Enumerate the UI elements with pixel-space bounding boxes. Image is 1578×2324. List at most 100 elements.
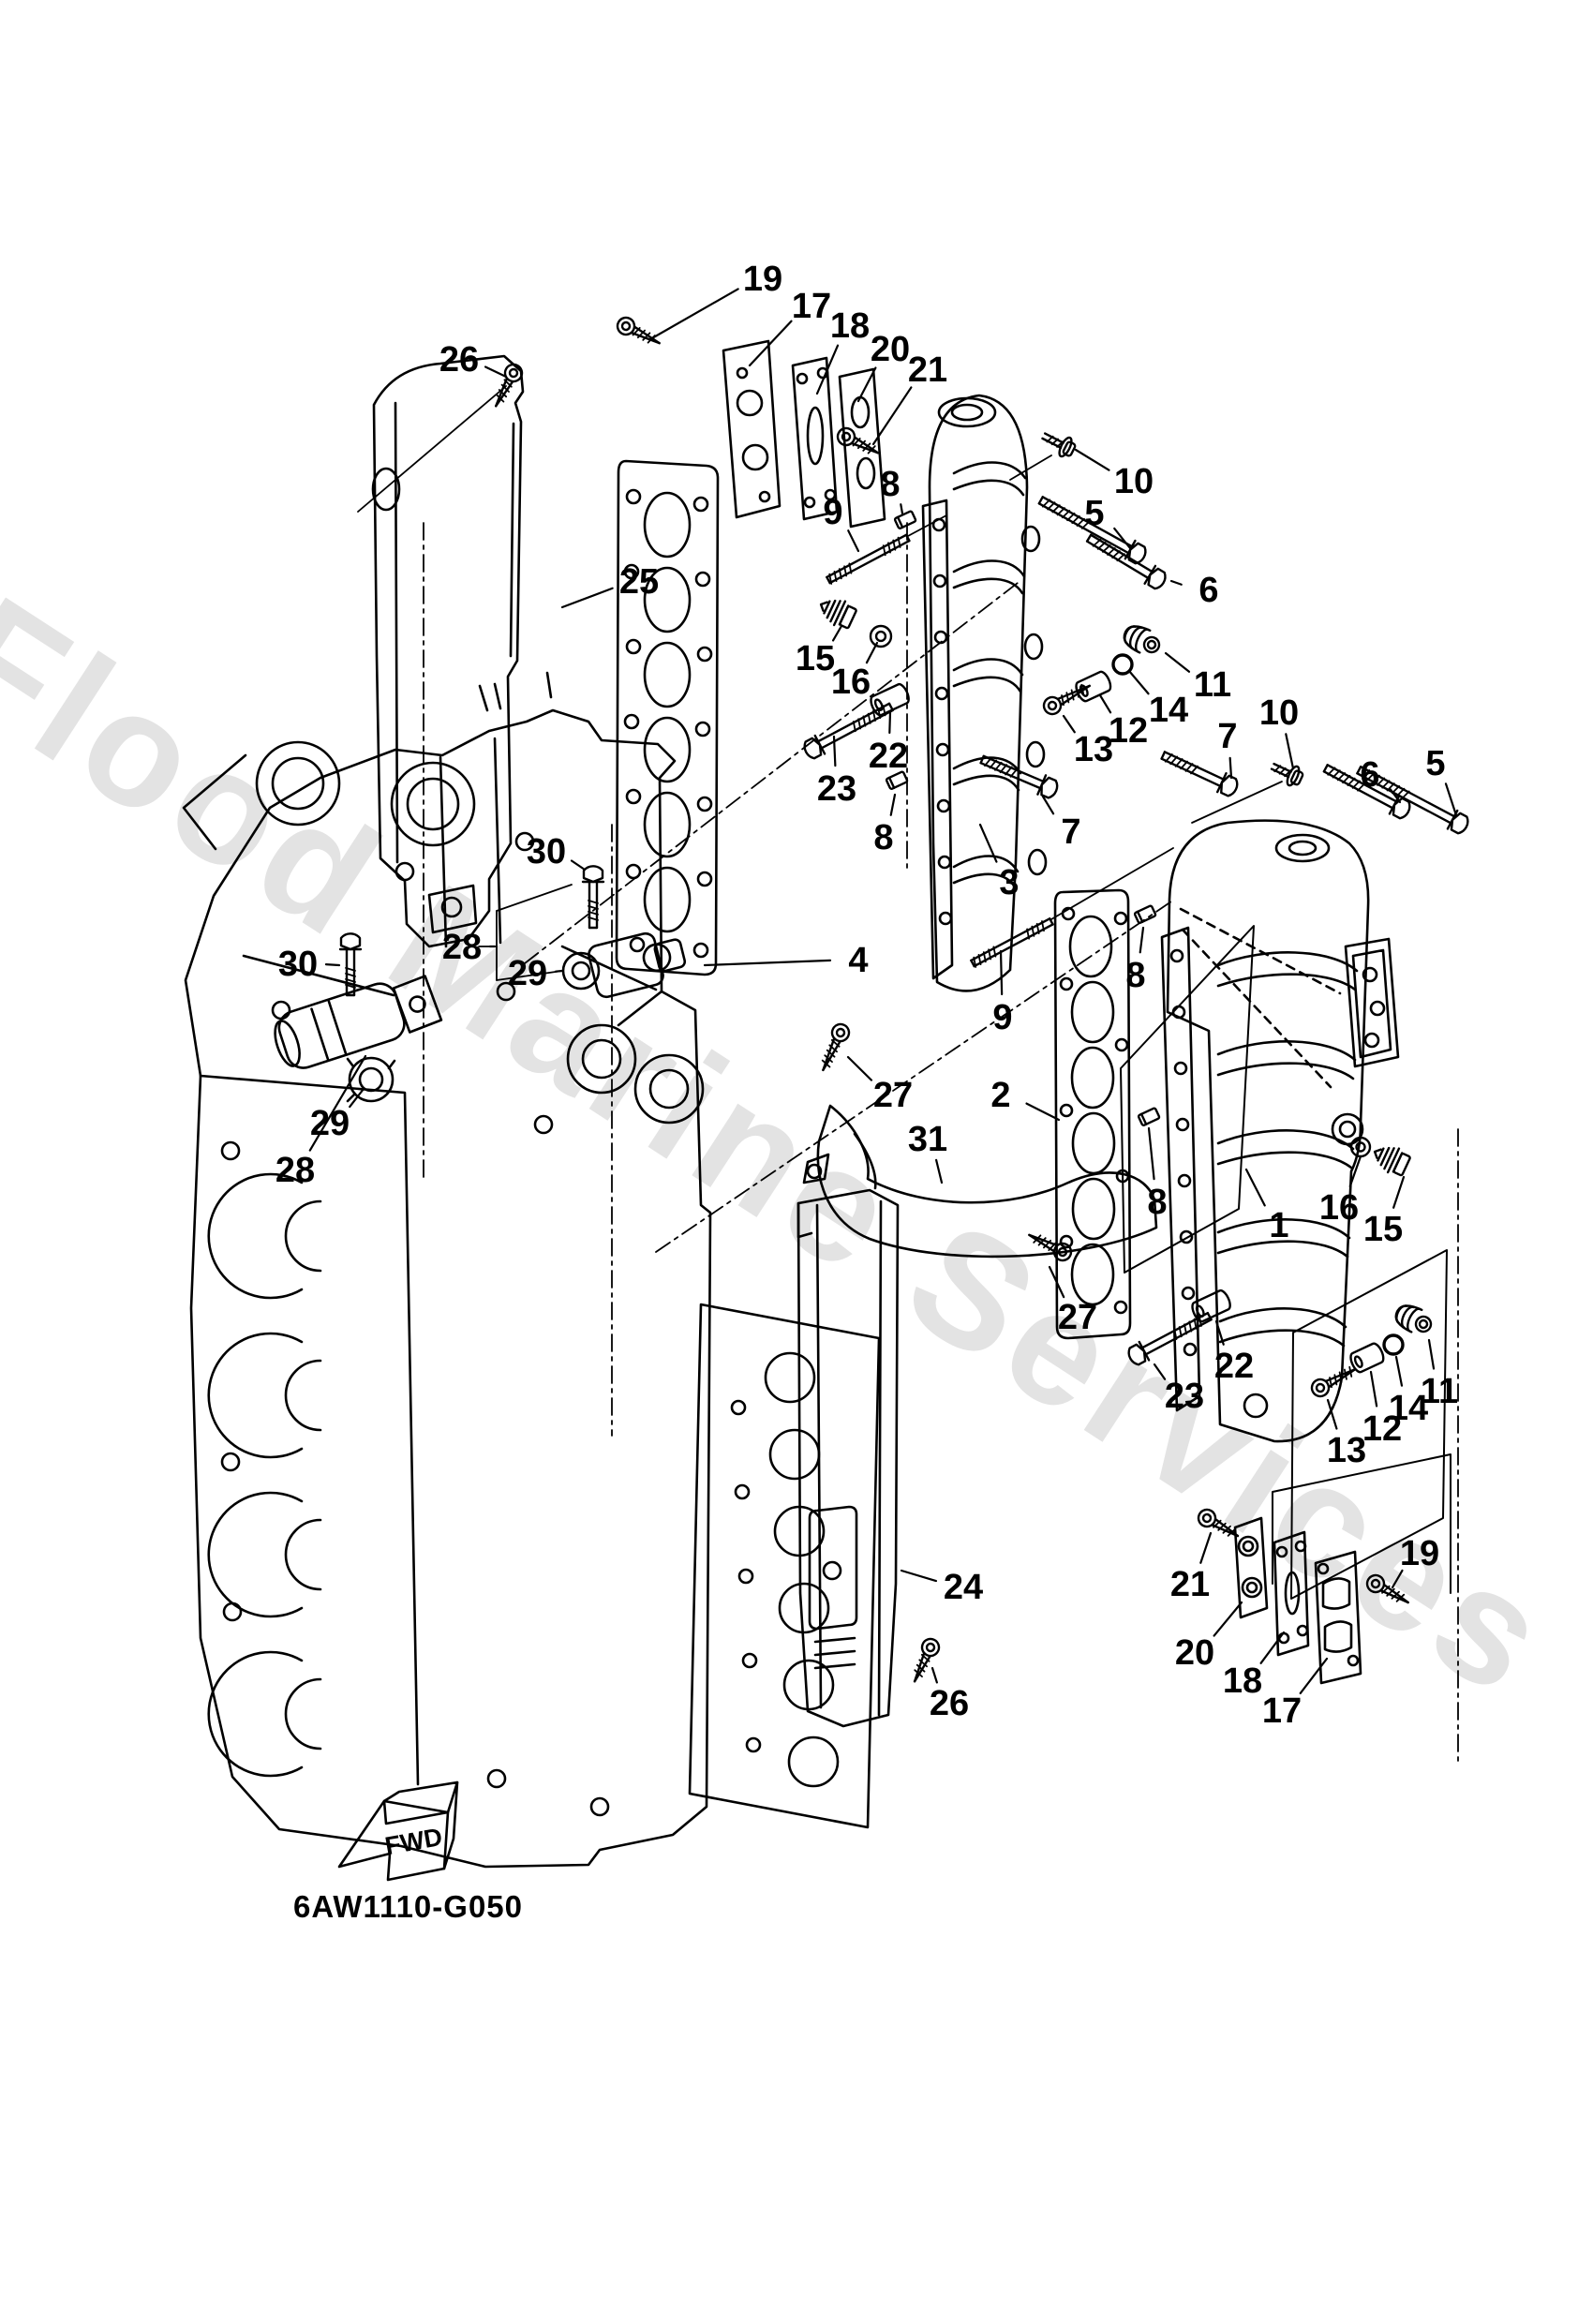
leader-line <box>1228 756 1233 780</box>
leader-line <box>703 959 832 967</box>
callout-label: 19 <box>743 260 782 299</box>
callout-label: 27 <box>1058 1298 1097 1337</box>
leader-line <box>1348 1155 1362 1188</box>
callout-label: 17 <box>792 287 831 326</box>
callout-label: 23 <box>1165 1377 1204 1416</box>
leader-line <box>1098 693 1112 714</box>
callout-label: 20 <box>871 330 910 369</box>
callout-label: 28 <box>442 928 482 967</box>
leader-line <box>748 320 793 367</box>
aux-line <box>907 514 947 537</box>
plate-20 <box>838 367 886 529</box>
leader-line <box>1389 788 1402 804</box>
fastener-screw <box>836 426 880 454</box>
callout-label: 25 <box>619 562 659 602</box>
fastener-screw <box>1310 1365 1357 1398</box>
intake-manifold-1 <box>1160 819 1400 1443</box>
fastener-bolt <box>1127 1311 1213 1366</box>
leader-line <box>560 587 614 609</box>
leader-line <box>935 1158 944 1184</box>
leader-line <box>570 859 587 872</box>
leader-line <box>1199 1531 1213 1564</box>
fastener-fbolt <box>1270 762 1304 787</box>
fastener-pin <box>1137 1107 1161 1126</box>
callout-label: 8 <box>1125 956 1145 995</box>
diagram-code: 6AW1110-G050 <box>293 1889 523 1924</box>
leader-line <box>1299 1657 1329 1695</box>
callout-label: 21 <box>1170 1565 1210 1604</box>
callout-label: 10 <box>1114 462 1154 501</box>
fastener-stud <box>826 533 911 585</box>
callout-label: 19 <box>1400 1534 1439 1573</box>
callout-label: 26 <box>930 1684 969 1723</box>
leader-line <box>1041 795 1055 815</box>
fastener-bolt <box>1037 496 1147 565</box>
sensor-28-right <box>561 931 687 999</box>
callout-label: 8 <box>880 465 900 504</box>
fastener-plug <box>1373 1146 1411 1177</box>
callout-label: 22 <box>869 737 908 776</box>
leader-line <box>1025 1102 1061 1122</box>
leader-line <box>554 969 564 973</box>
reed-plate-17 <box>722 339 782 519</box>
leader-line <box>1113 527 1132 550</box>
fastener-screw <box>616 316 661 345</box>
leader-line <box>324 962 341 967</box>
leader-line <box>1169 579 1183 586</box>
leader-line <box>484 365 508 379</box>
callout-label: 21 <box>908 350 947 390</box>
leader-line <box>308 1054 367 1152</box>
callout-label: 10 <box>1259 693 1299 733</box>
leader-line <box>847 529 860 553</box>
leader-line <box>832 735 837 767</box>
leader-line <box>1259 1631 1286 1664</box>
fastener-bolt <box>979 754 1059 799</box>
leader-line <box>900 1569 938 1583</box>
leader-line <box>856 366 877 403</box>
aux-line <box>496 884 573 912</box>
fastener-bolt <box>1085 533 1167 590</box>
fastener-collar <box>870 682 910 717</box>
gasket-2 <box>1053 888 1132 1340</box>
leader-line <box>999 949 1004 996</box>
leader-line <box>1213 1601 1243 1637</box>
callout-label: 9 <box>992 998 1012 1037</box>
callout-label: 1 <box>1269 1206 1288 1245</box>
leader-line <box>815 344 840 395</box>
sensor-28-left <box>274 975 443 1103</box>
chain-line <box>655 901 1172 1253</box>
group-box <box>1290 1249 1448 1600</box>
leader-line <box>1394 1355 1404 1387</box>
callout-label: 11 <box>1194 665 1231 705</box>
leader-line <box>1369 1370 1378 1408</box>
fastener-screw <box>821 1022 851 1072</box>
callout-label: 3 <box>999 863 1019 902</box>
callout-label: 12 <box>1109 711 1148 751</box>
fastener-collar <box>1349 1342 1385 1374</box>
fastener-stud <box>970 917 1054 968</box>
fwd-arrow <box>337 1780 459 1882</box>
callout-label: 28 <box>275 1151 315 1190</box>
callout-label: 7 <box>1217 717 1237 756</box>
fastener-screw <box>1197 1508 1240 1538</box>
leader-line <box>1139 926 1145 954</box>
plate-20-bottom <box>1233 1516 1269 1619</box>
callout-label: 27 <box>873 1076 913 1115</box>
leader-line <box>1164 651 1191 673</box>
fastener-fbolt <box>1041 432 1077 458</box>
callout-label: 13 <box>1327 1431 1366 1470</box>
callout-label: 12 <box>1362 1409 1402 1449</box>
fastener-plug <box>819 599 857 630</box>
callout-label: 29 <box>310 1104 350 1143</box>
fastener-screw <box>1365 1573 1409 1604</box>
leader-line <box>1444 782 1458 817</box>
callout-label: 7 <box>1061 812 1080 852</box>
aux-line <box>1050 847 1174 920</box>
fastener-pin <box>893 510 917 529</box>
leader-line <box>1062 714 1076 734</box>
callout-label: 6 <box>1198 571 1218 610</box>
leader-line <box>889 793 897 816</box>
fastener-washer <box>869 624 893 648</box>
fastener-anode <box>1394 1304 1433 1333</box>
